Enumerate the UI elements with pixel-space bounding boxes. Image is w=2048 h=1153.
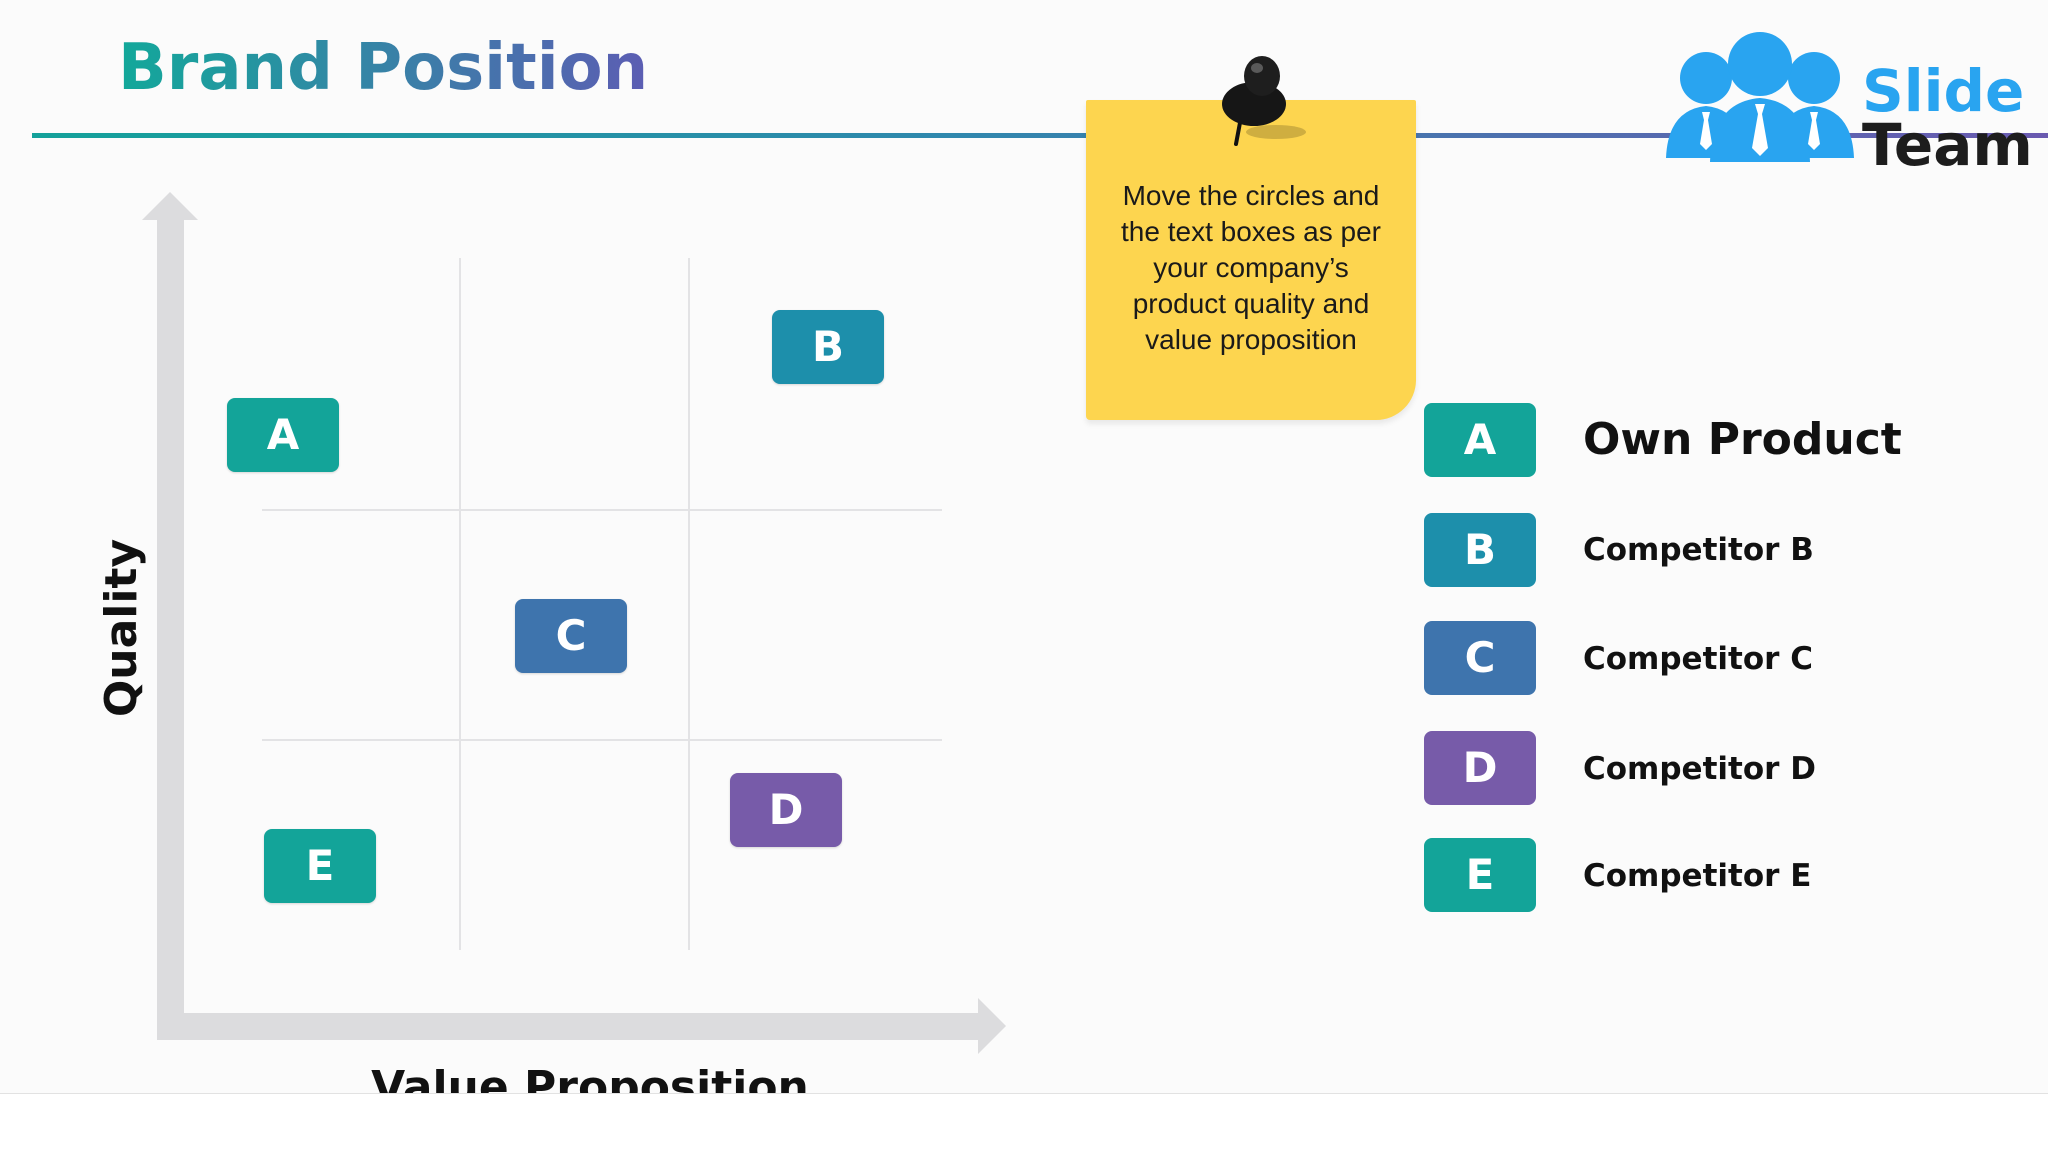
note-line: value proposition <box>1145 324 1357 355</box>
legend-label-c: Competitor C <box>1583 641 1813 677</box>
positioning-matrix <box>142 192 1006 1054</box>
legend-badge-d: D <box>1424 731 1536 805</box>
note-line: Move the circles and <box>1122 180 1380 211</box>
note-line: product quality and <box>1132 288 1370 319</box>
slideteam-logo: Slide Team <box>1660 26 2033 178</box>
x-axis-label: Value Proposition <box>371 1062 809 1093</box>
note-line: your company’s <box>1153 252 1349 283</box>
note-line: the text boxes as per <box>1121 216 1381 247</box>
title-divider <box>32 133 2048 138</box>
legend-badge-c: C <box>1424 621 1536 695</box>
legend-label-e: Competitor E <box>1583 858 1812 894</box>
matrix-badge-d[interactable]: D <box>730 773 842 847</box>
matrix-badge-e[interactable]: E <box>264 829 376 903</box>
matrix-badge-c[interactable]: C <box>515 599 627 673</box>
legend-label-d: Competitor D <box>1583 751 1816 787</box>
legend-label-a: Own Product <box>1583 414 1902 465</box>
matrix-badge-b[interactable]: B <box>772 310 884 384</box>
matrix-grid <box>262 258 942 950</box>
legend-badge-a: A <box>1424 403 1536 477</box>
legend-badge-b: B <box>1424 513 1536 587</box>
legend-badge-e: E <box>1424 838 1536 912</box>
logo-word-slide: Slide <box>1862 57 2025 125</box>
x-axis-arrow <box>157 998 1006 1054</box>
logo-word-team: Team <box>1862 111 2033 179</box>
legend-label-b: Competitor B <box>1583 532 1814 568</box>
slide: Brand Position Slide Team <box>32 26 2048 1093</box>
three-people-icon <box>1666 32 1854 162</box>
sticky-note-text: Move the circles and the text boxes as p… <box>1096 178 1406 358</box>
page-title: Brand Position <box>118 28 648 108</box>
pushpin-icon <box>1222 56 1306 146</box>
bottom-bar <box>0 1093 2048 1153</box>
matrix-badge-a[interactable]: A <box>227 398 339 472</box>
y-axis-label: Quality <box>96 538 147 718</box>
sticky-note <box>1086 100 1416 420</box>
y-axis-arrow <box>142 192 198 1038</box>
